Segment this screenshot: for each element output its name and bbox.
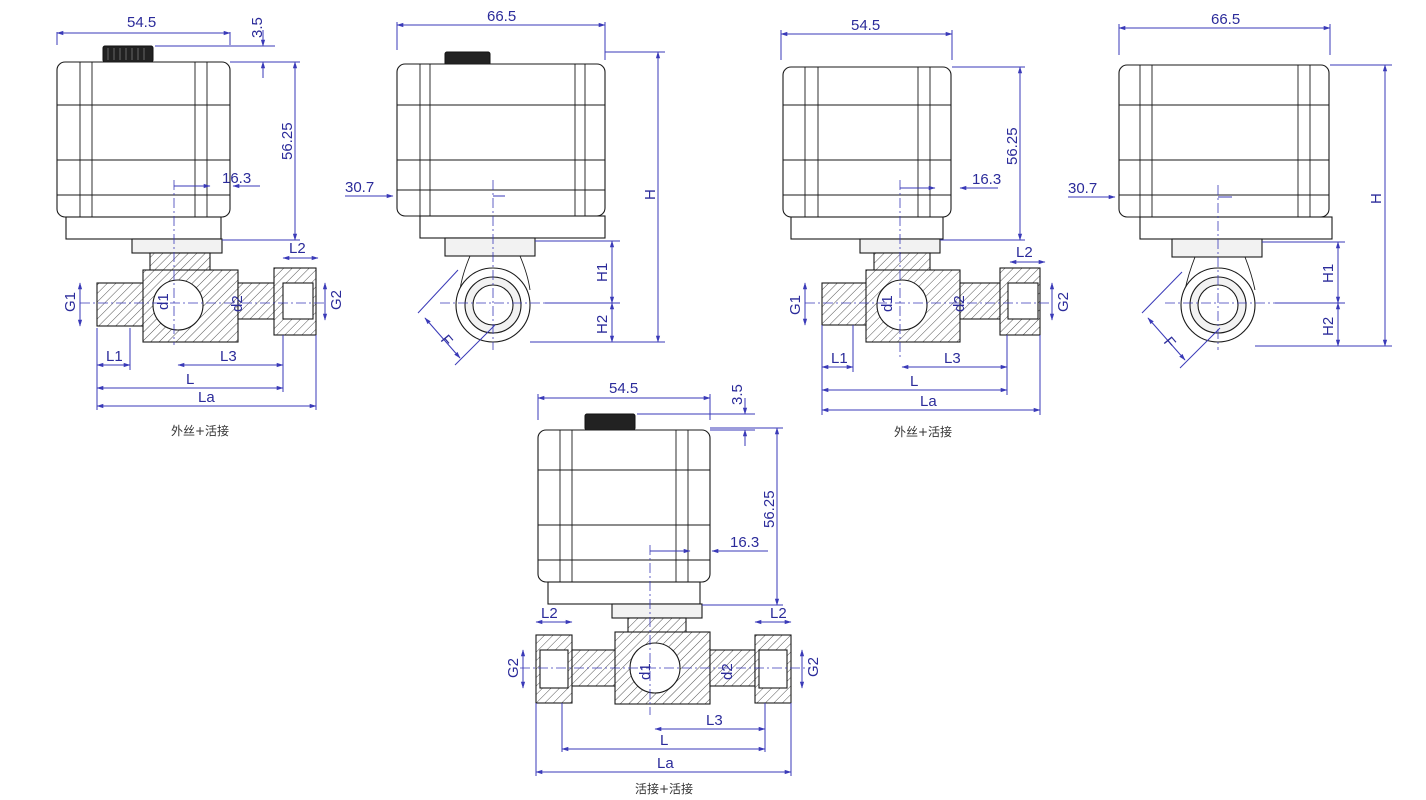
view3-actuator-base [790, 216, 944, 240]
view4-dim-H: H [1368, 193, 1385, 204]
view1-dim-G1: G1 [62, 292, 79, 312]
view4-dim-offset: 30.7 [1068, 180, 1097, 197]
view3-dim-width: 54.5 [851, 17, 880, 34]
view3-dim-d1: d1 [879, 295, 896, 312]
view1-dim-stem: 16.3 [222, 170, 251, 187]
view1-bonnet [131, 238, 223, 254]
view5-dim-d2: d2 [719, 663, 736, 680]
view3-dim-L2: L2 [1016, 244, 1033, 261]
view1-dim-La: La [198, 389, 215, 406]
view5-dim-width: 54.5 [609, 380, 638, 397]
view1-dim-L: L [186, 371, 194, 388]
view3-actuator-housing [782, 66, 952, 218]
view4-actuator-base [1139, 216, 1333, 240]
view1-ball [152, 279, 204, 331]
view4-dim-H1: H1 [1320, 264, 1337, 283]
view1-dim-d1: d1 [155, 293, 172, 310]
view5-dim-height: 56.25 [761, 490, 778, 528]
view5-dim-L3: L3 [706, 712, 723, 729]
view1-dim-width: 54.5 [127, 14, 156, 31]
view1-dim-d2: d2 [229, 295, 246, 312]
view2-bonnet [444, 237, 536, 257]
view1-front-section: 54.5 3.5 56.25 16.3 L2 G1 G2 d1 d2 L1 L3… [56, 14, 345, 438]
view1-dim-knob: 3.5 [249, 17, 266, 38]
view2-dim-width: 66.5 [487, 8, 516, 25]
view5-dim-La: La [657, 755, 674, 772]
view3-dim-height: 56.25 [1004, 127, 1021, 165]
view3-dim-L1: L1 [831, 350, 848, 367]
view1-dim-L2: L2 [289, 240, 306, 257]
view2-actuator-base [419, 215, 606, 239]
view5-caption: 活接+活接 [635, 781, 693, 796]
view5-dim-L: L [660, 732, 668, 749]
view5-dim-L2-left: L2 [541, 605, 558, 622]
view5-dim-knob: 3.5 [729, 384, 746, 405]
view5-bonnet [611, 603, 703, 619]
view3-dim-d2: d2 [951, 295, 968, 312]
view1-actuator-housing [56, 61, 231, 218]
view5-knob [584, 413, 636, 431]
view2-dim-H2: H2 [594, 315, 611, 334]
view2-dim-H: H [642, 189, 659, 200]
view4-actuator-housing [1118, 64, 1330, 218]
view3-dim-L: L [910, 373, 918, 390]
view1-tail-piece [237, 282, 275, 320]
view2-dim-H1: H1 [594, 263, 611, 282]
view1-dim-L1: L1 [106, 348, 123, 365]
view4-side-view: 66.5 30.7 H H1 H2 F [1068, 11, 1392, 369]
view2-side-view: 66.5 30.7 H H1 H2 F [345, 8, 665, 366]
view5-dim-stem: 16.3 [730, 534, 759, 551]
view1-dim-height: 56.25 [279, 122, 296, 160]
view3-dim-stem: 16.3 [972, 171, 1001, 188]
view5-actuator-housing [537, 429, 711, 583]
view1-dim-L3: L3 [220, 348, 237, 365]
view1-knob-ribs [107, 48, 145, 60]
view4-dim-H2: H2 [1320, 317, 1337, 336]
view2-dim-offset: 30.7 [345, 179, 374, 196]
view1-actuator-base [65, 216, 222, 240]
view5-dim-G2-right: G2 [805, 657, 822, 677]
view5-actuator-base [547, 581, 701, 605]
view5-dim-G2-left: G2 [505, 658, 522, 678]
view5-front-section: 54.5 3.5 56.25 16.3 L2 L2 G2 G2 d1 d2 L3… [505, 380, 822, 796]
view4-bonnet [1171, 238, 1263, 258]
view3-dim-L3: L3 [944, 350, 961, 367]
view4-dim-width: 66.5 [1211, 11, 1240, 28]
view4-dim-F: F [1160, 334, 1179, 352]
view1-dim-G2: G2 [328, 290, 345, 310]
view3-ball [876, 279, 928, 331]
view3-dim-G1: G1 [787, 295, 804, 315]
view1-caption: 外丝+活接 [171, 423, 229, 438]
view2-actuator-housing [396, 63, 606, 217]
view1-knob [102, 45, 154, 63]
view3-dim-G2: G2 [1055, 292, 1072, 312]
view3-front-section: 54.5 56.25 16.3 L2 G1 G2 d1 d2 L1 L3 L L… [780, 17, 1072, 439]
view5-dim-d1: d1 [637, 663, 654, 680]
view5-dim-L2-right: L2 [770, 605, 787, 622]
view3-caption: 外丝+活接 [894, 424, 952, 439]
view3-dim-La: La [920, 393, 937, 410]
